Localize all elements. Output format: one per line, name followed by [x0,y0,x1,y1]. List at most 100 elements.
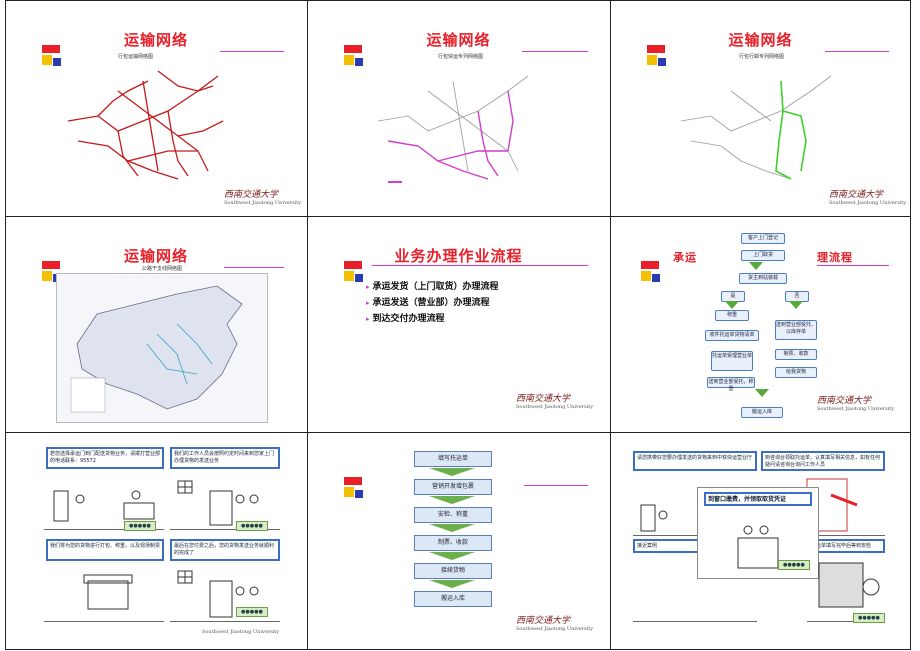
slide-6[interactable]: 承运 理流程 客户上门登记 上门取货 货主到站装载 是 否 称重 收件托运单货物… [611,217,910,431]
callout-1: 若您选择承运门到门配送货物业务，请拨打营业部的电话联系：95572 [46,447,164,469]
flow-arrow [429,468,475,476]
flow-step: 给我货物 [775,367,817,378]
accent-line [224,267,284,268]
accent-line [524,485,588,486]
flow-end: 搬运入库 [741,407,783,418]
flow-arrow [749,262,763,270]
rail-network-map [680,75,832,180]
flow-step: 客户上门登记 [741,233,785,244]
slide-title: 运输网络 [123,247,188,265]
flow-arrow [789,301,803,309]
slide-9[interactable]: 请您携带好您要办理发送的货物来到中铁快运营业厅 到咨询台领取托运单，认真填写相关… [611,433,910,649]
flow-steps: 填写托运单 营销开发增包裹 安检、称重 制票、收款 接续货物 搬运入库 [414,451,492,609]
nav-buttons[interactable]: ●●●●● [236,521,268,531]
flow-step: 货主到站装载 [739,273,787,284]
divider-h1 [5,216,911,217]
flow-arrow [725,301,739,309]
nav-buttons[interactable]: ●●●●● [124,521,156,531]
slide-2[interactable]: 运输网络 行包快运专列网络图 [308,1,609,215]
flow-step: 称重 [715,310,749,321]
map-caption: 公路干支线网络图 [142,266,183,272]
corner-decoration [641,261,665,285]
callout-4: 最后在您付费之后，您的货物发送业务就顺利的完成了 [170,539,280,561]
flow-step: 安检、称重 [414,507,492,523]
slide-title: 运输网络 [728,31,793,49]
slide-4[interactable]: 运输网络 公路干支线网络图 [6,217,306,431]
callout-1: 请您携带好您要办理发送的货物来到中铁快运营业厅 [633,451,757,471]
corner-decoration [344,45,368,69]
corner-decoration [344,477,368,501]
scene-pickup [170,471,280,530]
callout-3: 我们将为您的货物进行打包、称重，以及现场制票 [46,539,164,561]
accent-line [522,51,588,52]
slide-title: 运输网络 [123,31,188,49]
flow-step: 接续货物 [414,563,492,579]
legend-swatch [388,181,402,183]
slide-title-left: 承运 [673,251,697,264]
scene-payment [170,563,280,622]
scene-hall [633,475,757,536]
slide-title: 运输网络 [426,31,491,49]
corner-decoration [344,261,368,285]
university-logo: Southwest Jiaotong University [202,629,280,635]
slide-grid [5,0,911,650]
road-map-frame [56,273,268,423]
callout-2: 我们的工作人员会按照约定时间来到您家上门办理货物的发送业务 [170,447,280,469]
slide-title-right: 理流程 [817,251,853,264]
slide-title: 业务办理作业流程 [394,247,523,265]
flow-arrow [429,524,475,532]
flow-arrow [429,552,475,560]
flow-step: 制票、收款 [775,349,817,360]
flow-arrow [429,496,475,504]
divider-v2 [610,0,611,650]
scene-security [633,557,757,622]
accent-line [817,265,889,266]
map-caption: 行包快运专列网络图 [438,54,484,60]
callout-5: 托运单填写完毕后等到安检 [807,539,885,553]
callout-2: 到咨询台领取托运单，认真填写相关信息，如有任何疑问请咨询台询问工作人员 [761,451,885,471]
rail-network-map [67,70,224,180]
flow-step: 制票、收款 [414,535,492,551]
map-caption: 行包运输网络图 [118,54,154,60]
corner-decoration [42,45,66,69]
flow-arrow [755,389,769,397]
bullet-item: ▸到达交付办理流程 [366,314,445,324]
scene-packing [44,563,164,622]
nav-buttons[interactable]: ●●●●● [236,607,268,617]
flow-step: 托运单受理营业单 [711,351,753,371]
flow-arrow [429,580,475,588]
divider-h2 [5,432,911,433]
accent-line [220,51,284,52]
callout-3: 到窗口缴费，并领取取货凭证 [704,492,812,506]
divider-v1 [307,0,308,650]
flow-step: 收件托运单货物清单 [705,330,759,341]
slide-7[interactable]: 若您选择承运门到门配送货物业务，请拨打营业部的电话联系：95572 我们的工作人… [6,433,306,649]
scene-xray [807,557,885,622]
nav-buttons[interactable]: ●●●●● [778,560,810,570]
flow-step: 上门取货 [741,250,785,261]
flow-step: 送到营业部受托，称重 [707,377,755,392]
bullet-item: ▸承运发送（营业部）办理流程 [366,298,490,308]
scene-phone-call [44,471,164,530]
slide-5[interactable]: 业务办理作业流程 ▸承运发货（上门取货）办理流程 ▸承运发送（营业部）办理流程 … [308,217,609,431]
accent-line [372,265,588,266]
overlay-panel: 到窗口缴费，并领取取货凭证 ●●●●● [697,487,819,579]
flow-step: 送到营业部受托、以库存单 [775,320,817,340]
nav-buttons[interactable]: ●●●●● [853,613,885,623]
rail-network-map [377,75,529,180]
map-caption: 行包行邮专列网络图 [739,54,785,60]
flow-step: 搬运入库 [414,591,492,607]
flow-step: 营销开发增包裹 [414,479,492,495]
accent-line [825,51,889,52]
corner-decoration [647,45,671,69]
process-bullet-list: ▸承运发货（上门取货）办理流程 ▸承运发送（营业部）办理流程 ▸到达交付办理流程 [366,279,499,327]
slide-8[interactable]: 填写托运单 营销开发增包裹 安检、称重 制票、收款 接续货物 搬运入库 西南交通… [308,433,609,649]
flow-step: 填写托运单 [414,451,492,467]
